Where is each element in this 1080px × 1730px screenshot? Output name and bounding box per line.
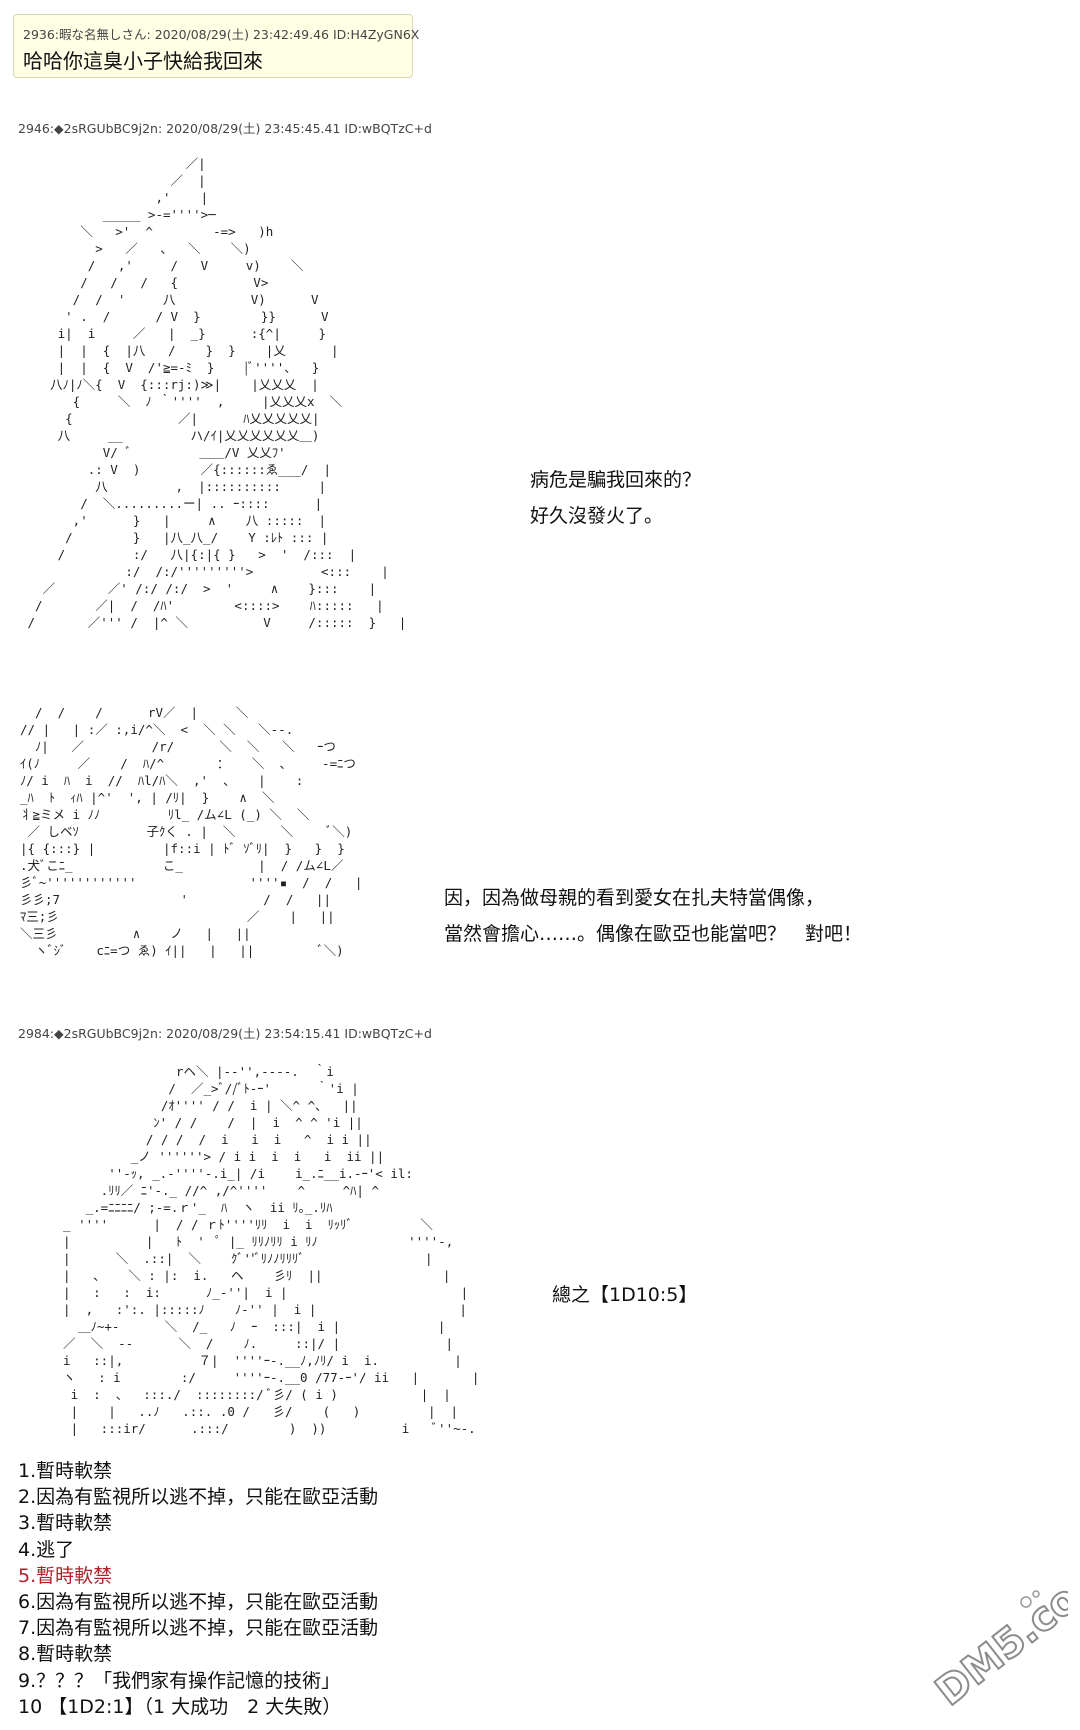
post-header-2946: 2946:◆2sRGUbBC9j2n: 2020/08/29(土) 23:45:… [18,121,432,136]
watermark-logo: DM5.com [926,1574,1068,1716]
list-item: 1.暫時軟禁 [18,1460,113,1482]
post-header-2984: 2984:◆2sRGUbBC9j2n: 2020/08/29(土) 23:54:… [18,1026,432,1041]
ascii-art-character-1: ／| ／ | ,' | _____ >-=''''>─ ＼ >' ^ -=> )… [27,156,407,630]
dialog-2946: 病危是騙我回來的？ 好久沒發火了。 [530,462,701,534]
dialog-line: 好久沒發火了。 [530,505,664,527]
quoted-post-header: 2936:暇な名無しさん: 2020/08/29(土) 23:42:49.46 … [23,27,420,42]
quoted-post-text: 哈哈你這臭小子快給我回來 [23,49,263,73]
dice-roll-text: 總之【1D10:5】 [552,1284,698,1306]
list-item-selected: 5.暫時軟禁 [18,1564,113,1587]
dialog-line: 當然會擔心……。偶像在歐亞也能當吧？ 對吧！ [444,923,863,945]
watermark-text: DM5.com [927,1574,1068,1715]
ascii-art-character-2: / / / rV／ | ＼ // | | :／ :,i/^＼ < ＼ ＼ ＼--… [20,705,363,958]
list-item: 3.暫時軟禁 [18,1512,113,1535]
list-item: 9.？？？「我們家有操作記憶的技術」 [18,1669,341,1692]
dialog-2984: 總之【1D10:5】 [552,1277,697,1313]
dialog-line: 病危是騙我回來的？ [530,469,702,491]
list-item: 7.因為有監視所以逃不掉，只能在歐亞活動 [18,1617,379,1640]
list-item: 4.逃了 [18,1538,75,1561]
list-item: 2.因為有監視所以逃不掉，只能在歐亞活動 [18,1486,379,1509]
list-item: 10 【1D2:1】（1 大成功 2 大失敗） [18,1695,342,1718]
list-item: 8.暫時軟禁 [18,1643,113,1666]
dialog-line: 因，因為做母親的看到愛女在扎夫特當偶像， [444,887,825,909]
dialog-continuation: 因，因為做母親的看到愛女在扎夫特當偶像， 當然會擔心……。偶像在歐亞也能當吧？ … [444,880,862,952]
ascii-art-character-3: rヘ＼ |--'',----. ｀i / ／_>ﾞ//ﾞﾄ-ｰ' ｀'i | /… [63,1064,480,1436]
quoted-post: 2936:暇な名無しさん: 2020/08/29(土) 23:42:49.46 … [13,14,419,78]
choice-list: 1.暫時軟禁 2.因為有監視所以逃不掉，只能在歐亞活動 3.暫時軟禁 4.逃了 … [18,1458,378,1720]
list-item: 6.因為有監視所以逃不掉，只能在歐亞活動 [18,1590,379,1613]
